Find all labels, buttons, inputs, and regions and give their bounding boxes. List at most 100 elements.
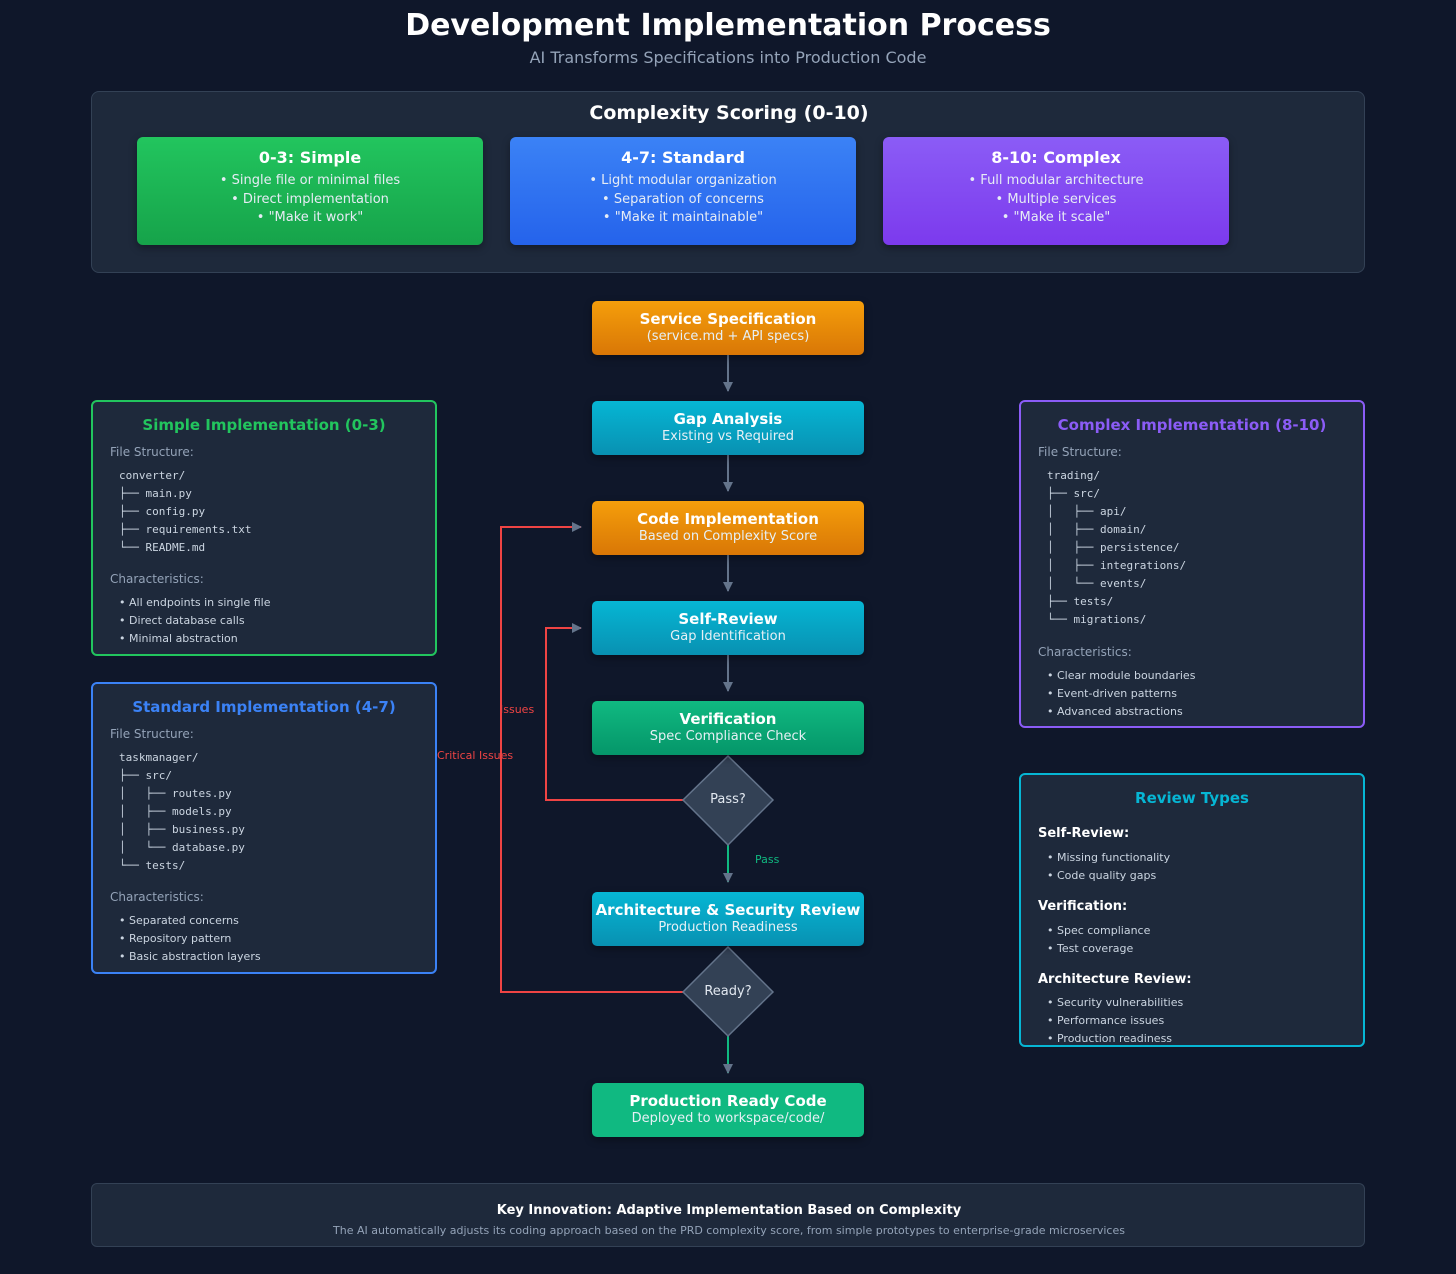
- review-types-title: Review Types: [1135, 789, 1249, 807]
- characteristic-item: • Separated concerns: [119, 914, 239, 927]
- standard-implementation-panel: Standard Implementation (4-7) File Struc…: [91, 682, 437, 974]
- file-tree-line: └── README.md: [119, 541, 206, 554]
- arrow-issues-loop: [545, 623, 683, 801]
- complexity-card-complex: 8-10: Complex • Full modular architectur…: [883, 137, 1229, 245]
- complexity-card-line: • Direct implementation: [231, 191, 389, 207]
- decision-pass-label: Pass?: [710, 792, 746, 807]
- file-tree-line: ├── tests/: [1047, 595, 1114, 608]
- file-structure-label: File Structure:: [1038, 445, 1122, 459]
- decision-ready-diamond: [681, 945, 775, 1038]
- file-tree-line: └── migrations/: [1047, 613, 1147, 626]
- characteristics-label: Characteristics:: [110, 890, 204, 904]
- node-self-review: Self-Review Gap Identification: [592, 601, 864, 655]
- file-tree-line: │ └── database.py: [119, 841, 245, 854]
- decision-pass-diamond: [681, 754, 775, 847]
- simple-implementation-panel: Simple Implementation (0-3) File Structu…: [91, 400, 437, 656]
- standard-implementation-title: Standard Implementation (4-7): [132, 698, 396, 716]
- complexity-card-line: • "Make it scale": [1001, 210, 1111, 225]
- complexity-card-line: • Separation of concerns: [602, 191, 764, 207]
- file-tree-line: ├── src/: [1047, 487, 1100, 500]
- node-gap-analysis: Gap Analysis Existing vs Required: [592, 401, 864, 455]
- file-structure-label: File Structure:: [110, 445, 194, 459]
- decision-ready-label: Ready?: [704, 984, 752, 999]
- review-group-heading: Verification:: [1038, 899, 1128, 914]
- node-service-specification: Service Specification (service.md + API …: [592, 301, 864, 355]
- node-title: Self-Review: [678, 610, 778, 628]
- file-tree-line: │ ├── api/: [1047, 505, 1127, 518]
- file-tree-line: ├── src/: [119, 769, 172, 782]
- simple-implementation-title: Simple Implementation (0-3): [142, 416, 386, 434]
- complexity-card-line: • "Make it maintainable": [602, 210, 764, 225]
- file-structure-label: File Structure:: [110, 727, 194, 741]
- node-subtitle: (service.md + API specs): [646, 329, 810, 344]
- complexity-card-title: 4-7: Standard: [621, 148, 745, 167]
- complexity-card-title: 0-3: Simple: [258, 148, 362, 167]
- file-tree-line: converter/: [119, 469, 186, 482]
- complexity-card-title: 8-10: Complex: [991, 148, 1121, 167]
- characteristic-item: • Minimal abstraction: [119, 632, 238, 645]
- characteristic-item: • Repository pattern: [119, 932, 232, 945]
- file-tree-line: ├── requirements.txt: [119, 523, 252, 536]
- file-tree-line: ├── main.py: [119, 487, 192, 500]
- file-tree-line: │ ├── integrations/: [1047, 559, 1187, 572]
- characteristic-item: • Advanced abstractions: [1047, 705, 1183, 718]
- file-tree-line: │ └── events/: [1047, 577, 1147, 590]
- node-subtitle: Existing vs Required: [661, 429, 795, 444]
- complexity-card-line: • "Make it work": [256, 210, 364, 225]
- review-item: • Code quality gaps: [1047, 869, 1157, 882]
- complexity-panel: Complexity Scoring (0-10) 0-3: Simple • …: [91, 91, 1365, 273]
- file-tree-line: └── tests/: [119, 859, 186, 872]
- node-code-implementation: Code Implementation Based on Complexity …: [592, 501, 864, 555]
- complexity-card-standard: 4-7: Standard • Light modular organizati…: [510, 137, 856, 245]
- characteristic-item: • Clear module boundaries: [1047, 669, 1196, 682]
- file-tree-line: taskmanager/: [119, 751, 199, 764]
- page-subtitle: AI Transforms Specifications into Produc…: [529, 48, 927, 67]
- node-architecture-review: Architecture & Security Review Productio…: [592, 892, 864, 946]
- node-title: Production Ready Code: [629, 1092, 827, 1110]
- characteristic-item: • Event-driven patterns: [1047, 687, 1177, 700]
- review-group-heading: Self-Review:: [1038, 826, 1130, 841]
- review-item: • Missing functionality: [1047, 851, 1171, 864]
- complexity-card-line: • Full modular architecture: [968, 173, 1144, 188]
- file-tree-line: ├── config.py: [119, 505, 206, 518]
- node-title: Service Specification: [639, 310, 817, 328]
- complexity-card-line: • Single file or minimal files: [219, 173, 401, 188]
- node-subtitle: Gap Identification: [670, 629, 786, 644]
- file-tree-line: │ ├── domain/: [1047, 523, 1147, 536]
- review-item: • Production readiness: [1047, 1032, 1173, 1045]
- edge-label-critical-issues: Critical Issues: [437, 749, 514, 762]
- node-subtitle: Deployed to workspace/code/: [631, 1111, 825, 1126]
- characteristic-item: • All endpoints in single file: [119, 596, 271, 609]
- node-title: Gap Analysis: [673, 410, 783, 428]
- file-tree-line: │ ├── business.py: [119, 823, 245, 836]
- node-verification: Verification Spec Compliance Check: [592, 701, 864, 755]
- file-tree-line: trading/: [1047, 469, 1100, 482]
- edge-label-pass: Pass: [755, 853, 780, 866]
- review-item: • Test coverage: [1047, 942, 1134, 955]
- file-tree-line: │ ├── models.py: [119, 805, 232, 818]
- review-item: • Performance issues: [1047, 1014, 1165, 1027]
- characteristics-label: Characteristics:: [110, 572, 204, 586]
- node-subtitle: Based on Complexity Score: [638, 529, 818, 544]
- review-types-panel: Review Types Self-Review: • Missing func…: [1019, 773, 1365, 1047]
- review-group-heading: Architecture Review:: [1038, 972, 1192, 987]
- footer-text: The AI automatically adjusts its coding …: [333, 1224, 1125, 1237]
- edge-label-issues: Issues: [500, 703, 535, 716]
- footer-title: Key Innovation: Adaptive Implementation …: [496, 1203, 962, 1218]
- file-tree-line: │ ├── routes.py: [119, 787, 232, 800]
- review-item: • Security vulnerabilities: [1047, 996, 1184, 1009]
- review-item: • Spec compliance: [1047, 924, 1151, 937]
- characteristic-item: • Direct database calls: [119, 614, 245, 627]
- node-title: Architecture & Security Review: [595, 901, 861, 919]
- node-title: Verification: [679, 710, 777, 728]
- complexity-card-simple: 0-3: Simple • Single file or minimal fil…: [137, 137, 483, 245]
- complexity-title: Complexity Scoring (0-10): [589, 102, 869, 124]
- page-title: Development Implementation Process: [405, 8, 1051, 43]
- characteristics-label: Characteristics:: [1038, 645, 1132, 659]
- arrow-critical-loop: [500, 522, 683, 993]
- key-innovation-footer: Key Innovation: Adaptive Implementation …: [91, 1183, 1365, 1247]
- file-tree-line: │ ├── persistence/: [1047, 541, 1180, 554]
- node-subtitle: Production Readiness: [658, 920, 798, 935]
- complexity-card-line: • Multiple services: [995, 191, 1117, 207]
